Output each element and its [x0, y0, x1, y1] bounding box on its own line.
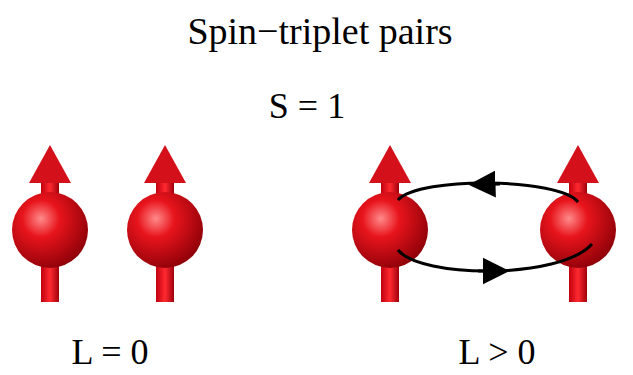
orbit-arrowhead	[478, 270, 496, 273]
orbit-arrowhead	[482, 183, 500, 187]
state-label: L > 0	[459, 334, 536, 370]
orbit-arc	[398, 183, 578, 202]
spin-up-particle	[352, 145, 428, 302]
spin-up-particle	[127, 145, 203, 302]
spin-up-particle	[540, 145, 616, 302]
state-label: S = 1	[269, 88, 345, 124]
orbit-arc	[398, 244, 592, 271]
diagram-title: Spin−triplet pairs	[187, 12, 452, 50]
spin-up-particle	[12, 145, 88, 302]
state-label: L = 0	[72, 334, 149, 370]
